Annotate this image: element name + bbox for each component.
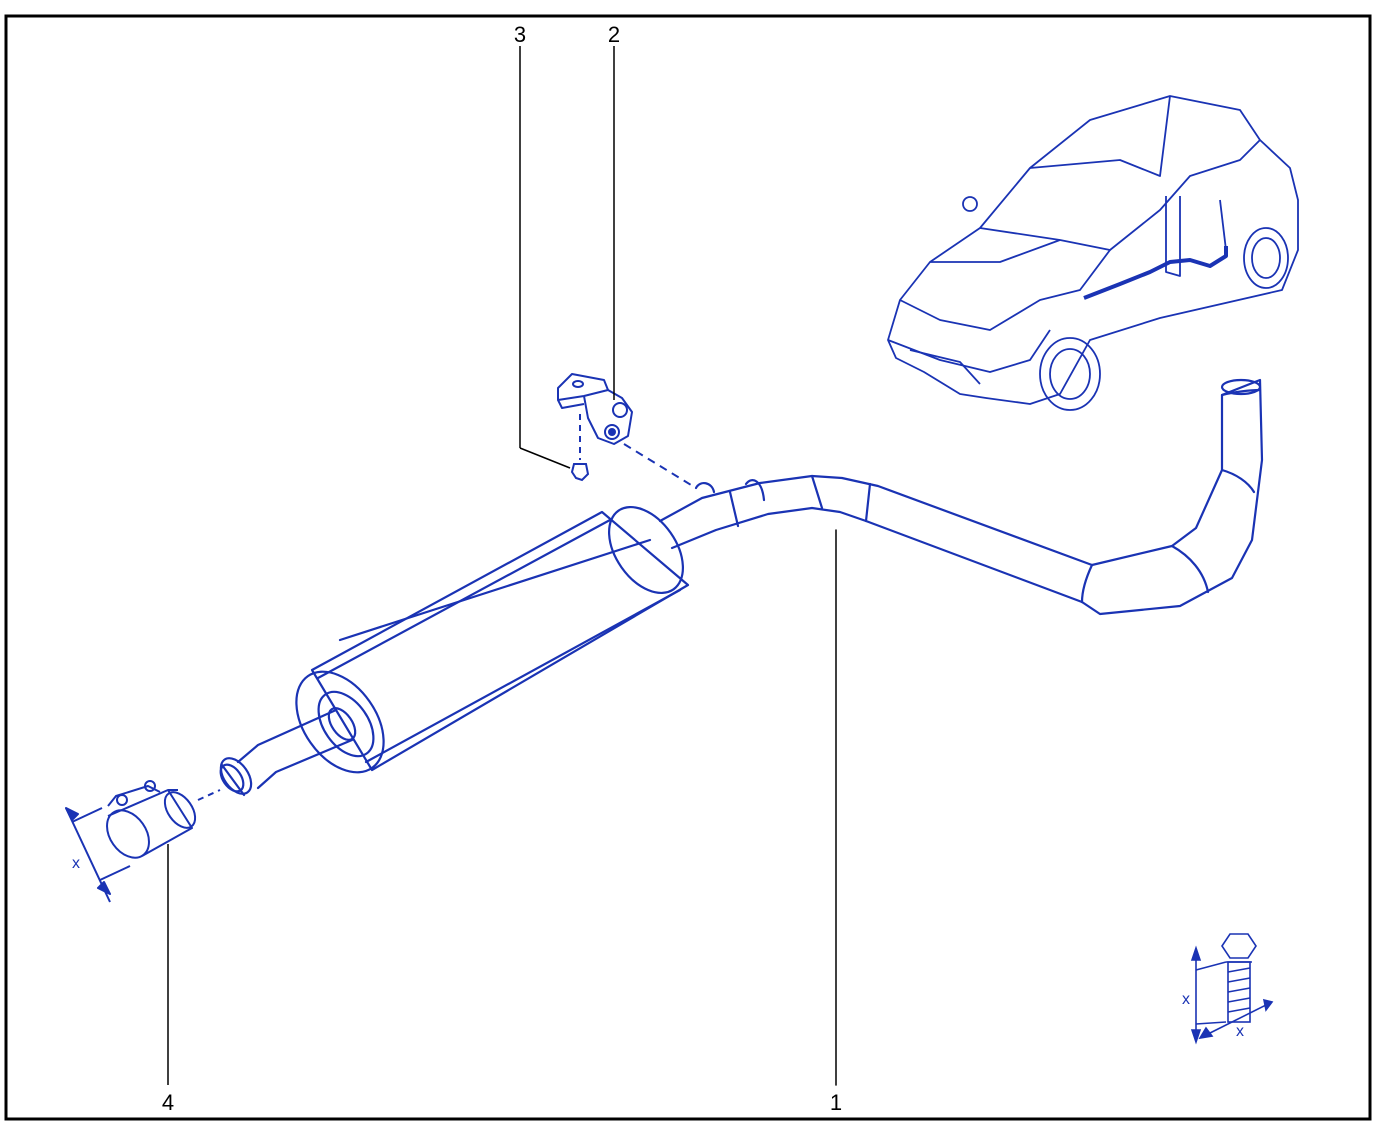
callout-label-2: 2 <box>608 22 620 47</box>
bolt-length-label: x <box>1182 991 1190 1008</box>
callout-label-1: 1 <box>830 1090 842 1115</box>
exhaust-mounting-bracket[interactable] <box>557 46 697 489</box>
exhaust-clamp[interactable] <box>65 780 221 1085</box>
vehicle-location-icon <box>887 95 1299 411</box>
clamp-diameter-label: x <box>72 855 80 872</box>
bolt-dimension-icon <box>1190 933 1274 1045</box>
callout-label-4: 4 <box>162 1090 174 1115</box>
bolt-thread-label: x <box>1236 1023 1244 1040</box>
exhaust-pipe-with-silencer[interactable] <box>215 378 1264 1086</box>
mounting-bolt[interactable] <box>519 46 590 482</box>
diagram-frame <box>4 14 1372 1121</box>
callout-label-3: 3 <box>514 22 526 47</box>
